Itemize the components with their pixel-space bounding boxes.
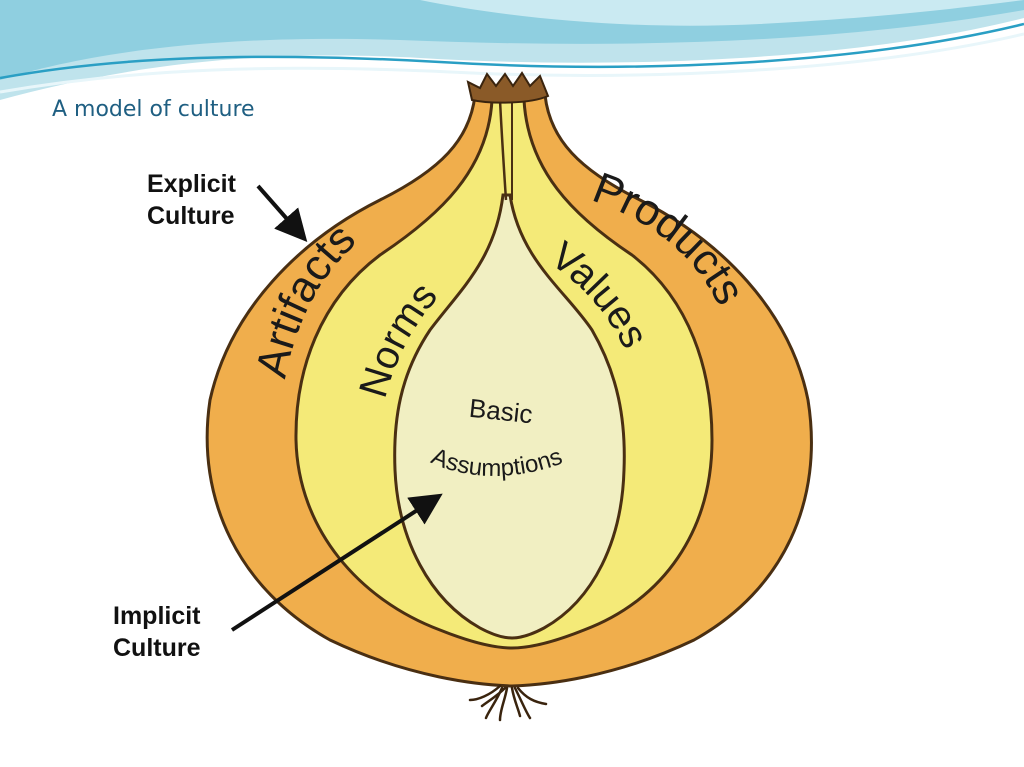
explicit-culture-label: Explicit Culture: [147, 168, 236, 232]
implicit-culture-label: Implicit Culture: [113, 600, 201, 664]
implicit-culture-line2: Culture: [113, 634, 201, 662]
implicit-culture-line1: Implicit: [113, 602, 201, 630]
explicit-culture-arrow: [256, 184, 308, 243]
roots: [468, 684, 548, 722]
header-wave-decoration: [0, 0, 1024, 100]
explicit-culture-line1: Explicit: [147, 170, 236, 198]
slide-title: A model of culture: [52, 97, 255, 122]
explicit-culture-line2: Culture: [147, 202, 235, 230]
stem-tuft: [466, 71, 550, 104]
core-shape: [393, 193, 626, 640]
implicit-culture-arrow: [230, 493, 443, 632]
label-basic: Basic: [468, 393, 534, 429]
